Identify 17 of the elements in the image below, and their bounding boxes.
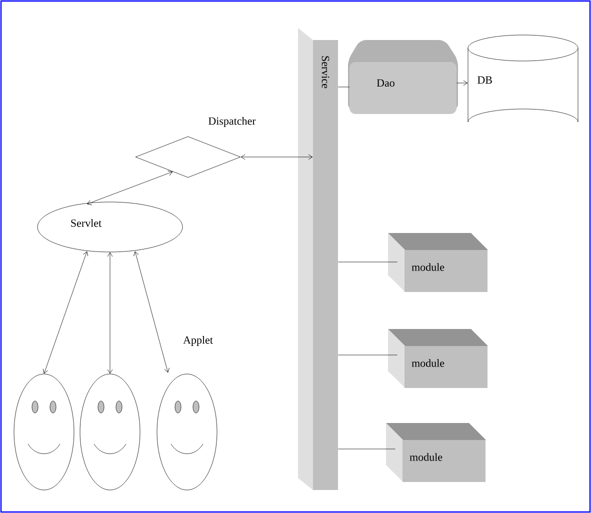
arrow (87, 170, 173, 206)
module-box: module (386, 423, 486, 482)
arrow (134, 251, 170, 373)
smiley-face (14, 374, 74, 490)
arrow (240, 154, 313, 160)
arrow (107, 252, 113, 374)
dao-box: Dao (348, 40, 458, 114)
arrow (456, 80, 468, 86)
service-bar: Service (298, 28, 338, 490)
arrow (42, 251, 88, 374)
node-label: Dispatcher (208, 117, 256, 127)
label: Applet (183, 336, 213, 346)
database-cylinder: DB (468, 34, 578, 122)
module-box: module (388, 329, 488, 388)
smiley-face (156, 374, 218, 490)
smiley-face (80, 374, 140, 490)
module-box: module (388, 233, 488, 292)
